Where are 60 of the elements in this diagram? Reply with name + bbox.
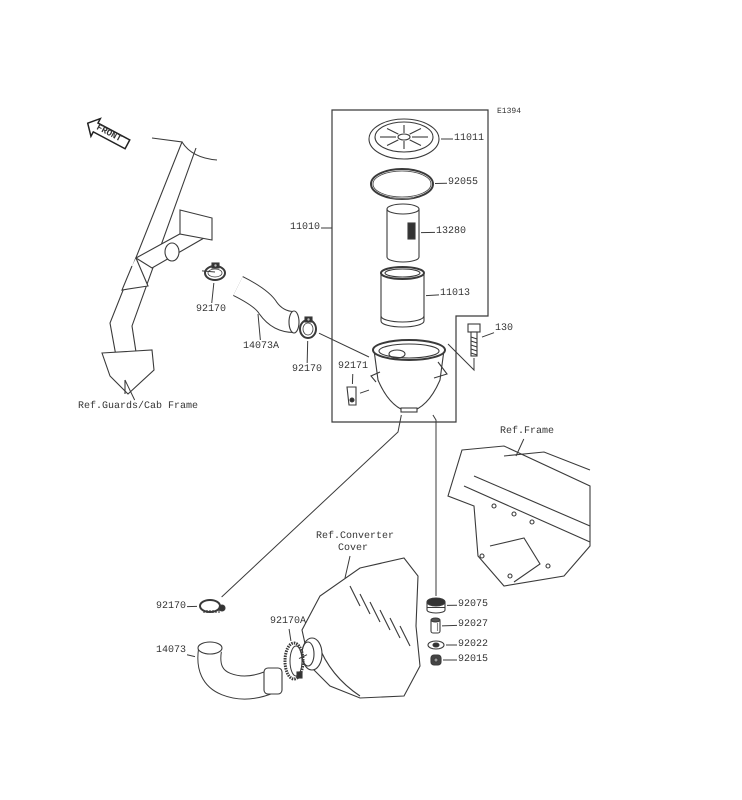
hose-clamp-drawing: [198, 598, 226, 614]
assembly-line: [202, 270, 216, 272]
leader-line: [344, 556, 351, 578]
callout-number: 92170: [196, 304, 226, 316]
assembly-line: [360, 390, 370, 394]
hose-clamp-drawing: [203, 262, 227, 282]
leader-line: [516, 438, 524, 456]
hose-clamp-drawing: [282, 642, 306, 680]
leader-line: [420, 232, 436, 234]
leader-line: [426, 294, 440, 296]
assembly-line: [221, 414, 402, 598]
callout-number: 92170: [292, 364, 322, 376]
leader-line: [186, 654, 196, 658]
leader-line: [288, 628, 292, 642]
callout-number: 92075: [458, 599, 488, 611]
callout-number: 92055: [448, 177, 478, 189]
callout-number: 92015: [458, 654, 488, 666]
nut-drawing: [430, 654, 442, 666]
air-cleaner-housing-drawing: [370, 338, 448, 414]
diagram-code: E1394: [497, 106, 522, 118]
assembly-line: [432, 414, 436, 596]
leader-line: [352, 374, 354, 384]
filter-element-drawing: [386, 203, 420, 263]
hose-clamp-drawing: [298, 316, 318, 340]
leader-line: [124, 380, 136, 400]
leader-line: [446, 644, 458, 646]
leader-line: [434, 182, 448, 184]
o-ring-drawing: [370, 168, 434, 200]
bolt-drawing: [467, 323, 481, 357]
leader-line: [440, 138, 454, 140]
callout-number: Ref.Guards/Cab Frame: [78, 401, 198, 413]
collar-drawing: [430, 617, 441, 635]
assembly-line: [448, 344, 474, 372]
washer-drawing: [427, 640, 445, 650]
leader-line: [306, 340, 308, 364]
callout-number: 92170A: [270, 616, 306, 628]
callout-number: Ref.Frame: [500, 426, 554, 438]
leader-line: [446, 604, 458, 606]
callout-number: 92022: [458, 639, 488, 651]
filter-cover-drawing: [368, 116, 440, 162]
callout-number: 130: [495, 323, 514, 335]
callout-number: 14073: [156, 645, 186, 657]
callout-number: 92171: [338, 361, 368, 373]
callout-number: 11013: [440, 288, 470, 300]
leader-line: [482, 332, 494, 338]
callout-number: 14073A: [243, 341, 280, 353]
callout-number: 11011: [454, 133, 484, 145]
leader-line: [186, 606, 198, 608]
pre-filter-drawing: [380, 266, 425, 328]
bracket-drawing: [345, 385, 359, 407]
grommet-drawing: [426, 597, 446, 614]
assembly-line: [298, 654, 308, 660]
leader-line: [258, 314, 261, 340]
callout-number: 92027: [458, 619, 488, 631]
leader-line: [211, 282, 214, 304]
callout-number: 92170: [156, 601, 186, 613]
assembly-line: [318, 332, 370, 358]
leader-line: [442, 624, 458, 626]
callout-number: 11010: [290, 222, 320, 234]
callout-number: 13280: [436, 226, 466, 238]
